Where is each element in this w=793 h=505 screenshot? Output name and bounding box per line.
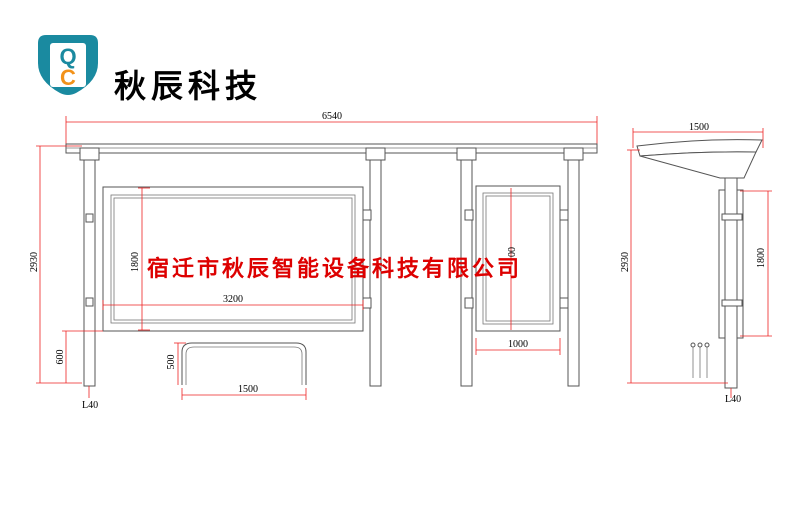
post-3	[456, 147, 477, 387]
dim-overall-height: 2930	[29, 145, 82, 384]
company-logo: Q C	[36, 33, 100, 99]
front-elevation: 6540	[29, 111, 598, 411]
roof-beam	[65, 143, 598, 154]
dim-side-panel-height-label: 1800	[756, 248, 767, 268]
dim-side-overall-height-label: 2930	[620, 252, 631, 272]
dim-roof-depth-label: 1500	[689, 122, 709, 133]
dim-panel-width: 3200	[102, 294, 364, 310]
small-display-panel	[475, 185, 561, 332]
side-elevation: 1500 2930	[620, 122, 772, 405]
dim-small-panel-width: 1000	[475, 338, 561, 355]
post-2	[362, 147, 386, 387]
company-name: 秋辰科技	[114, 67, 263, 105]
anchor-bolts	[690, 342, 710, 378]
logo-letter-q: Q	[59, 44, 76, 69]
dim-seat-height: 500	[166, 342, 186, 385]
company-watermark: 宿迁市秋辰智能设备科技有限公司	[147, 256, 522, 282]
post-1	[79, 147, 100, 387]
dim-seat-width-label: 1500	[238, 384, 258, 395]
dim-small-panel-width-label: 1000	[508, 339, 528, 350]
dim-base-height-label: 600	[55, 350, 66, 365]
dim-side-overall-height: 2930	[620, 149, 728, 384]
post-4	[559, 147, 584, 387]
side-post	[718, 177, 744, 389]
dim-overall-width-label: 6540	[322, 111, 342, 122]
dim-small-panel-height-label: 00	[507, 247, 518, 257]
dim-overall-width: 6540	[65, 111, 598, 146]
dim-panel-height-label: 1800	[130, 252, 141, 272]
dim-seat-height-label: 500	[166, 355, 177, 370]
logo-letter-c: C	[60, 65, 76, 90]
dim-side-panel-height: 1800	[740, 190, 772, 337]
foot-front: L40	[82, 386, 98, 411]
dim-small-panel-height: 00	[507, 188, 518, 330]
dim-overall-height-label: 2930	[29, 252, 40, 272]
foot-side: L40	[725, 388, 741, 405]
dim-base-height: 600	[55, 330, 103, 383]
dim-panel-width-label: 3200	[223, 294, 243, 305]
logo-inner-panel	[50, 43, 86, 87]
large-display-panel	[102, 186, 364, 332]
foot-front-label: L40	[82, 400, 98, 411]
foot-side-label: L40	[725, 394, 741, 405]
dim-roof-depth: 1500	[632, 122, 764, 148]
side-canopy	[636, 139, 763, 179]
dim-panel-height: 1800	[130, 187, 150, 331]
dim-seat-width: 1500	[181, 384, 307, 400]
bench	[181, 342, 307, 385]
